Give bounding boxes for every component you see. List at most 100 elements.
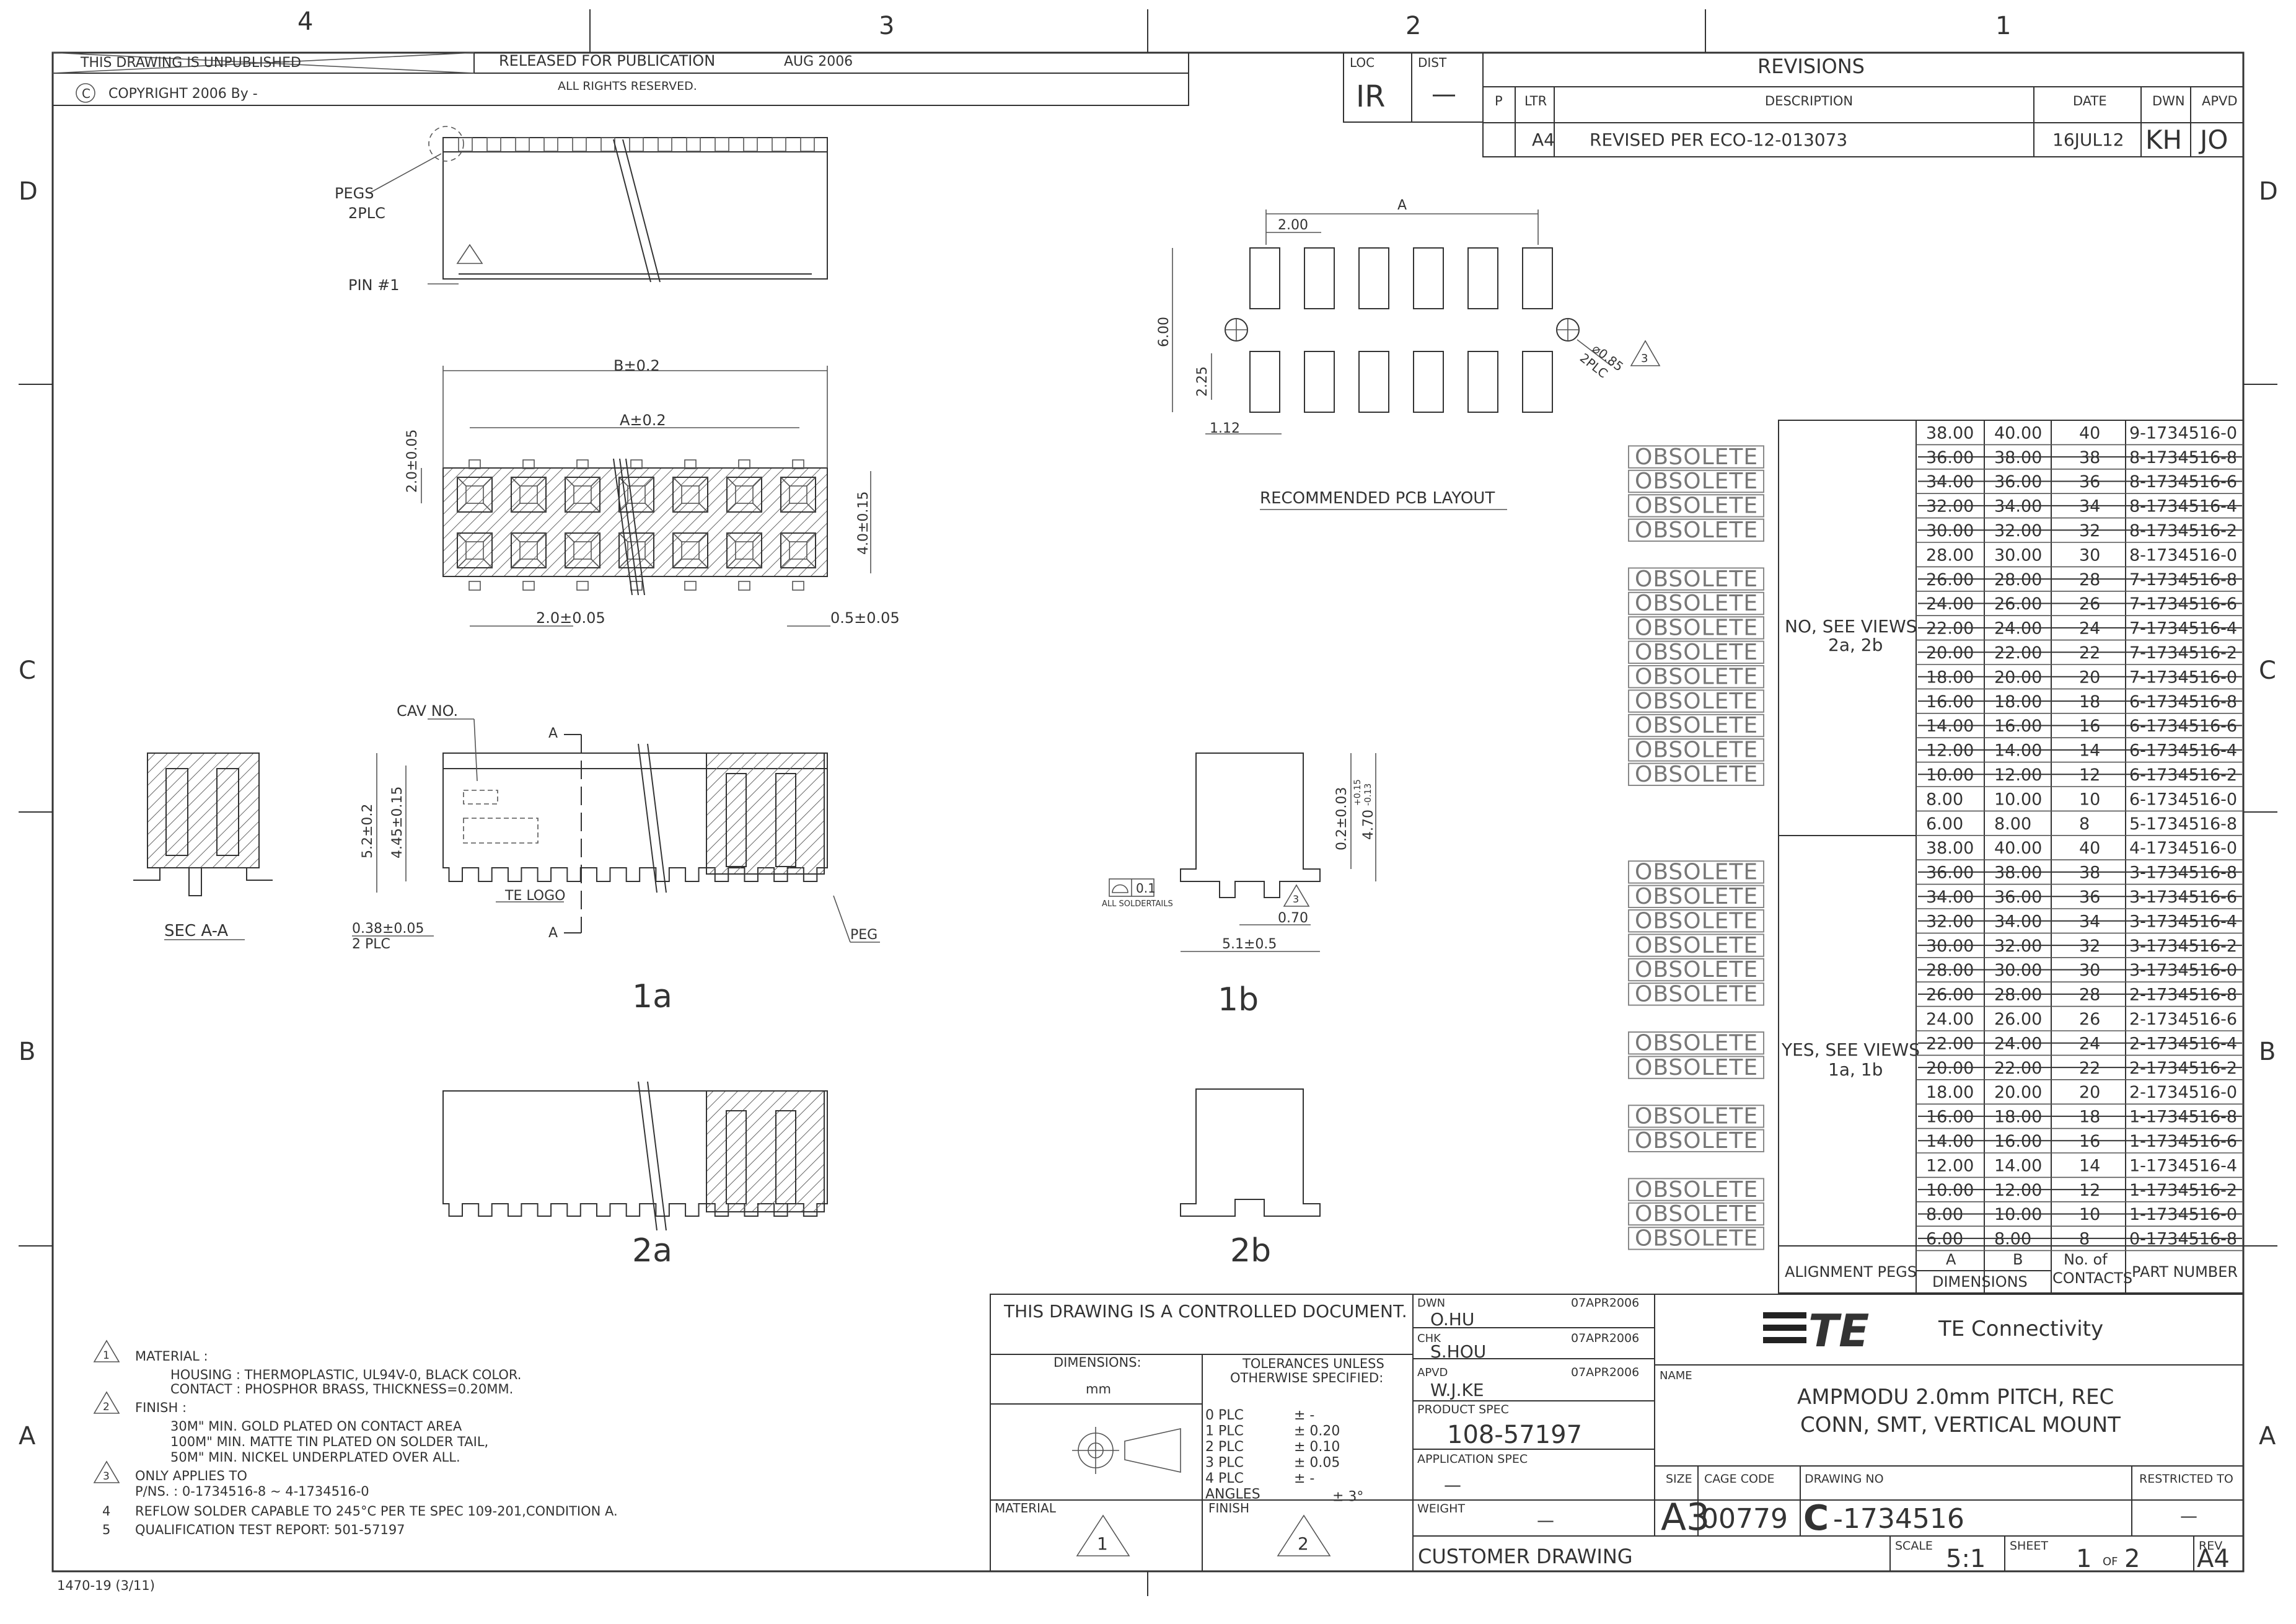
pcb-pad [1467, 247, 1498, 309]
part-name-line-2: CONN, SMT, VERTICAL MOUNT [1800, 1413, 2121, 1437]
svg-text:2: 2 [103, 1401, 110, 1413]
svg-text:OBSOLETE: OBSOLETE [1635, 1055, 1758, 1080]
svg-text:—: — [1444, 1475, 1461, 1495]
table-cell: 14.00 [1994, 741, 2042, 761]
flat-tolerance: 0.1 [1136, 881, 1156, 896]
table-cell: 18 [2079, 1108, 2100, 1127]
table-cell: 40 [2079, 839, 2100, 858]
alignment-pegs-header: ALIGNMENT PEGS [1785, 1263, 1917, 1281]
table-cell: 32.00 [1926, 497, 1974, 516]
svg-text:A: A [548, 726, 558, 741]
customer-drawing: CUSTOMER DRAWING [1418, 1545, 1633, 1568]
table-cell: 1-1734516-8 [2129, 1108, 2237, 1127]
note-4: REFLOW SOLDER CAPABLE TO 245°C PER TE SP… [135, 1504, 618, 1519]
dim-4-0: 4.0±0.15 [856, 492, 871, 555]
svg-text:OTHERWISE SPECIFIED:: OTHERWISE SPECIFIED: [1230, 1370, 1383, 1385]
table-cell: 2-1734516-4 [2129, 1034, 2237, 1053]
sheet-total: 2 [2124, 1545, 2140, 1573]
table-cell: 36.00 [1994, 472, 2042, 492]
svg-text:REV: REV [2199, 1539, 2222, 1553]
table-cell: 20.00 [1994, 668, 2042, 687]
table-cell: 32.00 [1994, 937, 2042, 956]
obsolete-stamp: OBSOLETE [1628, 1128, 1764, 1154]
table-cell: 22.00 [1994, 643, 2042, 663]
table-cell: 36 [2079, 472, 2100, 492]
table-cell: 1-1734516-2 [2129, 1181, 2237, 1200]
cav-no-label: CAV NO. [397, 702, 458, 720]
svg-text:07APR2006: 07APR2006 [1571, 1331, 1639, 1345]
rights-text: ALL RIGHTS RESERVED. [558, 79, 697, 93]
pcb-dim-a: A [1397, 198, 1407, 213]
note-2-title: FINISH : [135, 1400, 187, 1415]
table-cell: 14.00 [1926, 717, 1974, 736]
note-3-title: ONLY APPLIES TO [135, 1468, 247, 1483]
dwn-name: O.HU [1430, 1309, 1474, 1330]
tolerance-key: ANGLES [1205, 1487, 1260, 1503]
notes: 1 MATERIAL : HOUSING : THERMOPLASTIC, UL… [93, 1339, 618, 1537]
table-cell: 8.00 [1994, 1230, 2031, 1249]
tolerance-value: ± 3° [1332, 1489, 1363, 1505]
svg-text:WEIGHT: WEIGHT [1417, 1502, 1465, 1516]
obsolete-stamp: OBSOLETE [1628, 493, 1764, 519]
table-cell: 40.00 [1994, 839, 2042, 858]
dim-a: A±0.2 [620, 412, 666, 429]
svg-text:A: A [548, 925, 558, 941]
svg-text:OBSOLETE: OBSOLETE [1635, 762, 1758, 787]
revision-dwn: KH [2145, 125, 2182, 155]
peg-label: PEG [850, 927, 877, 943]
zone-col-3: 3 [879, 12, 894, 40]
table-cell: 18.00 [1994, 1108, 2042, 1127]
svg-text:PRODUCT SPEC: PRODUCT SPEC [1417, 1403, 1509, 1416]
pcb-pad [1522, 351, 1553, 413]
te-logo-text: TE [1808, 1305, 1869, 1357]
obsolete-stamp: OBSOLETE [1628, 1104, 1764, 1129]
svg-text:OBSOLETE: OBSOLETE [1635, 493, 1758, 519]
dim-2-0-vertical: 2.0±0.05 [405, 430, 420, 493]
table-cell: 30.00 [1994, 961, 2042, 980]
unpublished-text: THIS DRAWING IS UNPUBLISHED [80, 55, 301, 71]
view-2b: 2b [1180, 1088, 1321, 1269]
obsolete-stamp: OBSOLETE [1628, 689, 1764, 714]
table-cell: 40.00 [1994, 423, 2042, 443]
table-cell: 26.00 [1994, 1010, 2042, 1029]
dist-label: DIST [1418, 55, 1447, 70]
table-cell: 3-1734516-6 [2129, 888, 2237, 907]
pin1-label: PIN #1 [348, 276, 400, 294]
zone-row-d-left: D [19, 177, 38, 206]
table-cell: 16.00 [1926, 1108, 1974, 1127]
zone-row-b-right: B [2259, 1038, 2276, 1066]
svg-text:RESTRICTED TO: RESTRICTED TO [2139, 1472, 2233, 1486]
table-cell: 10 [2079, 790, 2100, 809]
te-logo-icon: TE [1763, 1305, 1869, 1357]
svg-text:OBSOLETE: OBSOLETE [1635, 1128, 1758, 1154]
svg-text:OBSOLETE: OBSOLETE [1635, 591, 1758, 616]
table-cell: 12 [2079, 1181, 2100, 1200]
zone-row-a-right: A [2259, 1422, 2276, 1450]
group-yes-label: YES, SEE VIEWS [1781, 1039, 1920, 1060]
zone-labels: 4 3 2 1 D C B A D C B A [19, 7, 2278, 1450]
title-block: THIS DRAWING IS A CONTROLLED DOCUMENT. D… [990, 1294, 2244, 1573]
view-2b-label: 2b [1230, 1232, 1271, 1269]
pcb-pad [1304, 351, 1335, 413]
svg-text:30M" MIN. GOLD PLATED ON CONTA: 30M" MIN. GOLD PLATED ON CONTACT AREA [170, 1419, 462, 1434]
table-cell: 8-1734516-8 [2129, 448, 2237, 467]
obsolete-stamp: OBSOLETE [1628, 444, 1764, 470]
dim-0-5: 0.5±0.05 [830, 609, 900, 627]
svg-text:SCALE: SCALE [1895, 1539, 1933, 1553]
svg-text:4: 4 [102, 1504, 110, 1519]
table-cell: 8-1734516-0 [2129, 545, 2237, 565]
group-no-label: NO, SEE VIEWS [1785, 616, 1917, 637]
table-cell: 20.00 [1994, 1083, 2042, 1102]
drawing-no-prefix: C [1803, 1498, 1829, 1538]
view-2a: 2a [442, 1081, 828, 1269]
pcb-pad [1467, 351, 1498, 413]
